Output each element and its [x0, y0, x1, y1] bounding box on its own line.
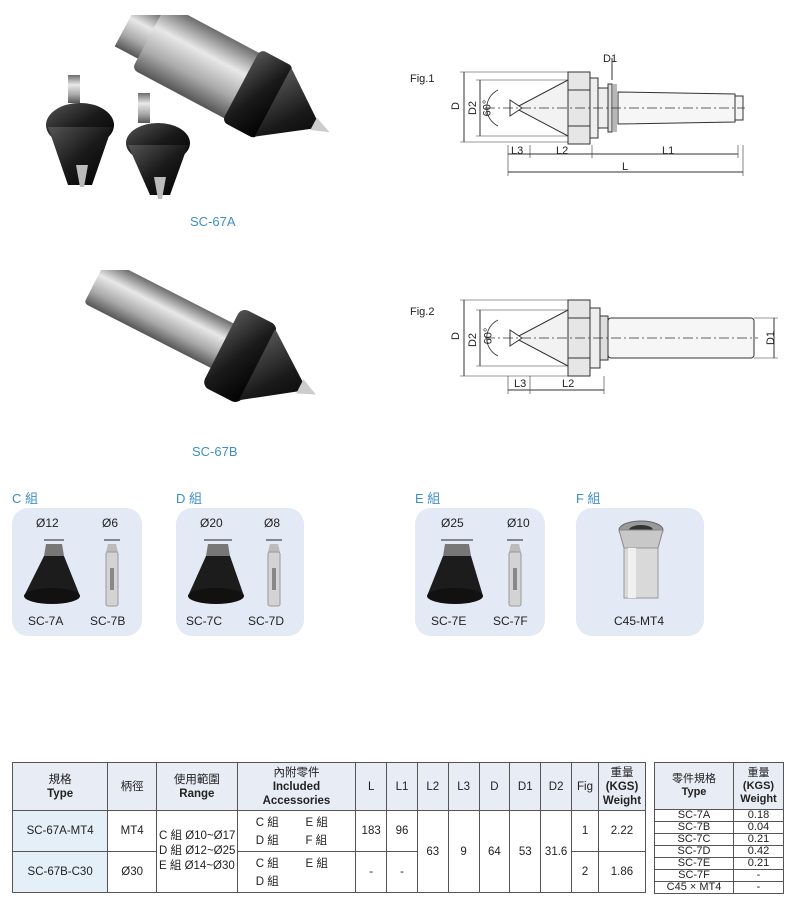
fig1-dim-l: L [622, 161, 629, 173]
col-d1: D1 [509, 762, 542, 811]
product-photo-sc67a [46, 15, 330, 199]
fig1-dim-l2: L2 [556, 145, 569, 157]
shank-pin-image [266, 539, 282, 607]
table-row: SC-67A-MT4 MT4 C 組 Ø10~Ø17 D 組 Ø12~Ø25 E… [11, 810, 647, 893]
col-d2: D2 [540, 762, 573, 811]
shank-pin-image [507, 539, 523, 607]
part-dia-label: Ø20 [200, 516, 223, 530]
part-dia-label: Ø8 [264, 516, 281, 530]
cell-l1: - [386, 851, 418, 893]
table-row: SC-7F- [654, 869, 784, 882]
col-fig: Fig [571, 762, 599, 811]
cell-l1: 96 [386, 810, 418, 852]
col-l3: L3 [447, 762, 480, 811]
cell-shank: MT4 [107, 810, 158, 852]
part-dia-label: Ø25 [441, 516, 464, 530]
fig1-label: Fig.1 [410, 73, 435, 85]
fig1-drawing [460, 58, 745, 176]
sc67b-caption: SC-67B [192, 444, 238, 459]
part-name: SC-7A [28, 614, 64, 628]
fig2-dim-d2: D2 [467, 332, 480, 348]
col-weight: 重量(KGS)Weight [597, 762, 647, 811]
group-e-label: E 組 [415, 491, 441, 506]
fig2-dim-l2: L2 [562, 378, 575, 390]
cell-weight: 1.86 [597, 851, 647, 893]
fig1-dim-l1: L1 [662, 145, 675, 157]
col-l1: L1 [386, 762, 418, 811]
part-name: C45-MT4 [614, 614, 665, 628]
sc67a-caption: SC-67A [190, 214, 236, 229]
group-c-label: C 組 [12, 491, 39, 506]
table-row: SC-67B-C30 Ø30 C 組 E 組 D 組 - - 2 1.86 [11, 851, 647, 893]
cone-tip-image [427, 539, 483, 604]
part-name: SC-7C [186, 614, 223, 628]
col-d: D [478, 762, 511, 811]
cell-l3: 9 [447, 810, 480, 893]
cell-d: 64 [478, 810, 511, 893]
part-dia-label: Ø12 [36, 516, 59, 530]
cell-fig: 1 [571, 810, 599, 852]
cell-d1: 53 [509, 810, 542, 893]
cell-weight: 2.22 [597, 810, 647, 852]
cell-type: SC-67B-C30 [11, 851, 109, 893]
col-shank: 柄徑 [107, 762, 158, 811]
group-d-card: Ø20 Ø8 SC-7C SC-7D [176, 508, 304, 636]
cell-range: C 組 Ø10~Ø17 D 組 Ø12~Ø25 E 組 Ø14~Ø30 [156, 810, 238, 893]
fig2-dim-d: D [449, 332, 462, 340]
part-dia-label: Ø6 [102, 516, 119, 530]
fig2-drawing [460, 299, 778, 394]
col-l2: L2 [416, 762, 449, 811]
fig1-angle: 60° [481, 99, 494, 117]
col-l: L [355, 762, 388, 811]
shank-pin-image [104, 539, 120, 607]
part-name: SC-7E [431, 614, 467, 628]
cell-shank: Ø30 [107, 851, 158, 893]
part-name: SC-7F [493, 614, 528, 628]
cell-type: SC-67A-MT4 [11, 810, 109, 852]
fig1-dim-d1: D1 [603, 53, 618, 65]
cell-l: 183 [355, 810, 388, 852]
part-name: SC-7D [248, 614, 285, 628]
cell-l: - [355, 851, 388, 893]
group-d-label: D 組 [176, 491, 203, 506]
fig2-label: Fig.2 [410, 306, 435, 318]
group-f-card: C45-MT4 [576, 508, 704, 636]
fig1-dim-l3: L3 [511, 145, 524, 157]
product-photo-sc67b [85, 270, 316, 402]
sleeve-image [618, 520, 664, 599]
group-c-card: Ø12 Ø6 SC-7A SC-7B [12, 508, 142, 636]
group-e-card: Ø25 Ø10 SC-7E SC-7F [415, 508, 545, 636]
col-part-weight: 重量(KGS)Weight [733, 762, 784, 810]
cone-tip-image [24, 539, 80, 604]
part-name: SC-7B [90, 614, 126, 628]
table-row: C45 × MT4- [654, 881, 784, 894]
cell-fig: 2 [571, 851, 599, 893]
cell-l2: 63 [416, 810, 449, 893]
cell-accessories: C 組 E 組 D 組 [236, 851, 357, 893]
fig2-angle: 60° [482, 327, 495, 345]
part-dia-label: Ø10 [507, 516, 530, 530]
fig2-dim-l3: L3 [514, 378, 527, 390]
group-f-label: F 組 [576, 491, 601, 506]
fig1-dim-d: D [449, 102, 462, 110]
cell-d2: 31.6 [540, 810, 573, 893]
fig2-dim-d1: D1 [765, 330, 778, 346]
cone-tip-image [188, 539, 244, 604]
cell-accessories: C 組 E 組 D 組 F 組 [236, 810, 357, 852]
fig1-dim-d2: D2 [467, 100, 480, 116]
